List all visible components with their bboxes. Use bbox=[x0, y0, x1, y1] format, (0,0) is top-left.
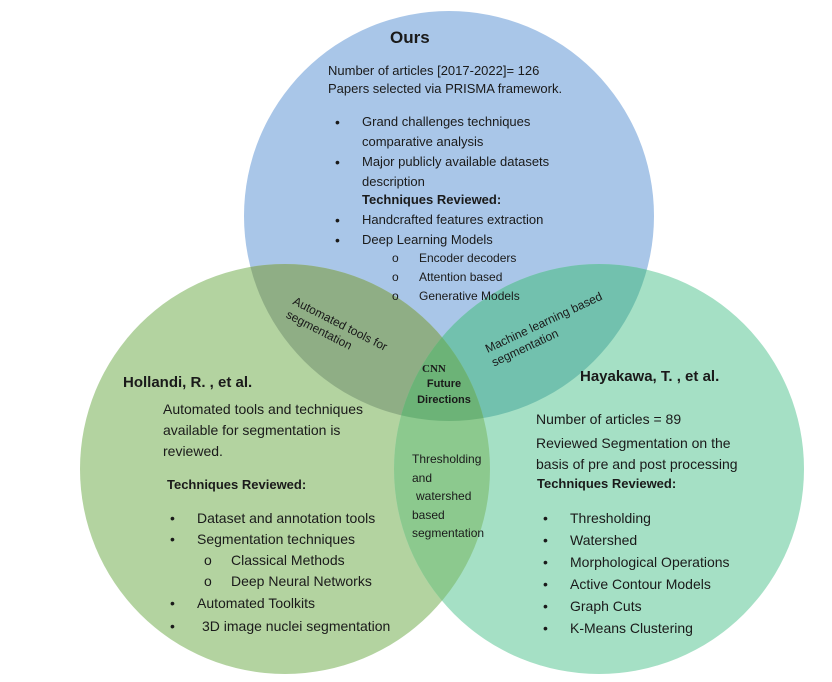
hollandi-items-list: Dataset and annotation tools Segmentatio… bbox=[170, 510, 375, 552]
list-item: Encoder decoders bbox=[392, 251, 520, 270]
description-line: Reviewed Segmentation on the bbox=[536, 435, 731, 451]
list-item: Thresholding bbox=[543, 510, 730, 532]
hayakawa-articles-count: Number of articles = 89 bbox=[536, 411, 682, 427]
list-item: Dataset and annotation tools bbox=[170, 510, 375, 531]
hayakawa-title: Hayakawa, T. , et al. bbox=[580, 368, 720, 385]
list-item: Morphological Operations bbox=[543, 554, 729, 576]
ours-prisma-note: Papers selected via PRISMA framework. bbox=[328, 81, 563, 96]
ours-articles-count: Number of articles [2017-2022]= 126 bbox=[328, 63, 540, 78]
overlap-label-line: based bbox=[412, 507, 445, 522]
hollandi-description: Automated tools and techniques available… bbox=[163, 399, 363, 462]
ours-sub-techniques-list: Encoder decoders Attention based Generat… bbox=[392, 251, 520, 308]
overlap-label-line: Thresholding bbox=[412, 452, 482, 466]
list-item: Graph Cuts bbox=[543, 598, 730, 620]
overlap-label-line: segmentation bbox=[412, 526, 485, 541]
list-item: Watershed bbox=[543, 532, 730, 554]
list-item-continuation: comparative analysis bbox=[362, 134, 484, 149]
description-line: available for segmentation is bbox=[163, 422, 341, 438]
list-item: Attention based bbox=[392, 270, 520, 289]
hollandi-items-list-2: Automated Toolkits 3D image nuclei segme… bbox=[170, 595, 390, 641]
center-label-line: Directions bbox=[417, 393, 471, 406]
list-item: Automated Toolkits bbox=[170, 595, 390, 618]
ours-techniques-heading: Techniques Reviewed: bbox=[362, 192, 502, 207]
ours-hayakawa-overlap bbox=[394, 264, 654, 421]
center-label-line: CNN bbox=[422, 363, 446, 375]
list-item: K-Means Clustering bbox=[543, 620, 730, 642]
ours-title: Ours bbox=[390, 28, 430, 47]
overlap-label-center: CNN Future Directions bbox=[416, 362, 472, 408]
description-line: Automated tools and techniques bbox=[163, 401, 364, 417]
list-item-continuation: description bbox=[362, 174, 425, 189]
list-item: Active Contour Models bbox=[543, 576, 730, 598]
description-line: basis of pre and post processing bbox=[536, 456, 738, 472]
description-line: reviewed. bbox=[163, 443, 223, 459]
overlap-label-hollandi-hayakawa: Thresholding and watershed based segment… bbox=[412, 450, 484, 543]
overlap-label-line: watershed bbox=[416, 489, 472, 504]
list-item: Deep Learning Models bbox=[335, 232, 543, 252]
list-item: Handcrafted features extraction bbox=[335, 212, 543, 232]
list-item: Generative Models bbox=[392, 289, 520, 308]
center-label-line: Future bbox=[426, 378, 462, 391]
overlap-label-line: and bbox=[412, 470, 433, 485]
list-item: Classical Methods bbox=[204, 552, 372, 573]
list-item: Deep Neural Networks bbox=[204, 573, 372, 594]
ours-hollandi-overlap bbox=[244, 264, 490, 421]
hollandi-title: Hollandi, R. , et al. bbox=[123, 374, 253, 391]
list-item: Grand challenges techniques bbox=[335, 114, 549, 134]
hollandi-sub-items-list: Classical Methods Deep Neural Networks bbox=[204, 552, 372, 594]
list-item: 3D image nuclei segmentation bbox=[170, 618, 390, 641]
hayakawa-description: Reviewed Segmentation on the basis of pr… bbox=[536, 433, 738, 475]
list-item: Segmentation techniques bbox=[170, 531, 375, 552]
hayakawa-techniques-heading: Techniques Reviewed: bbox=[537, 476, 677, 491]
list-item: Major publicly available datasets bbox=[335, 154, 549, 174]
ours-bullet-list: Grand challenges techniques comparative … bbox=[335, 114, 549, 194]
hayakawa-items-list: Thresholding Watershed Morphological Ope… bbox=[543, 510, 730, 642]
ours-techniques-list: Handcrafted features extraction Deep Lea… bbox=[335, 212, 543, 252]
hollandi-techniques-heading: Techniques Reviewed: bbox=[167, 477, 307, 492]
